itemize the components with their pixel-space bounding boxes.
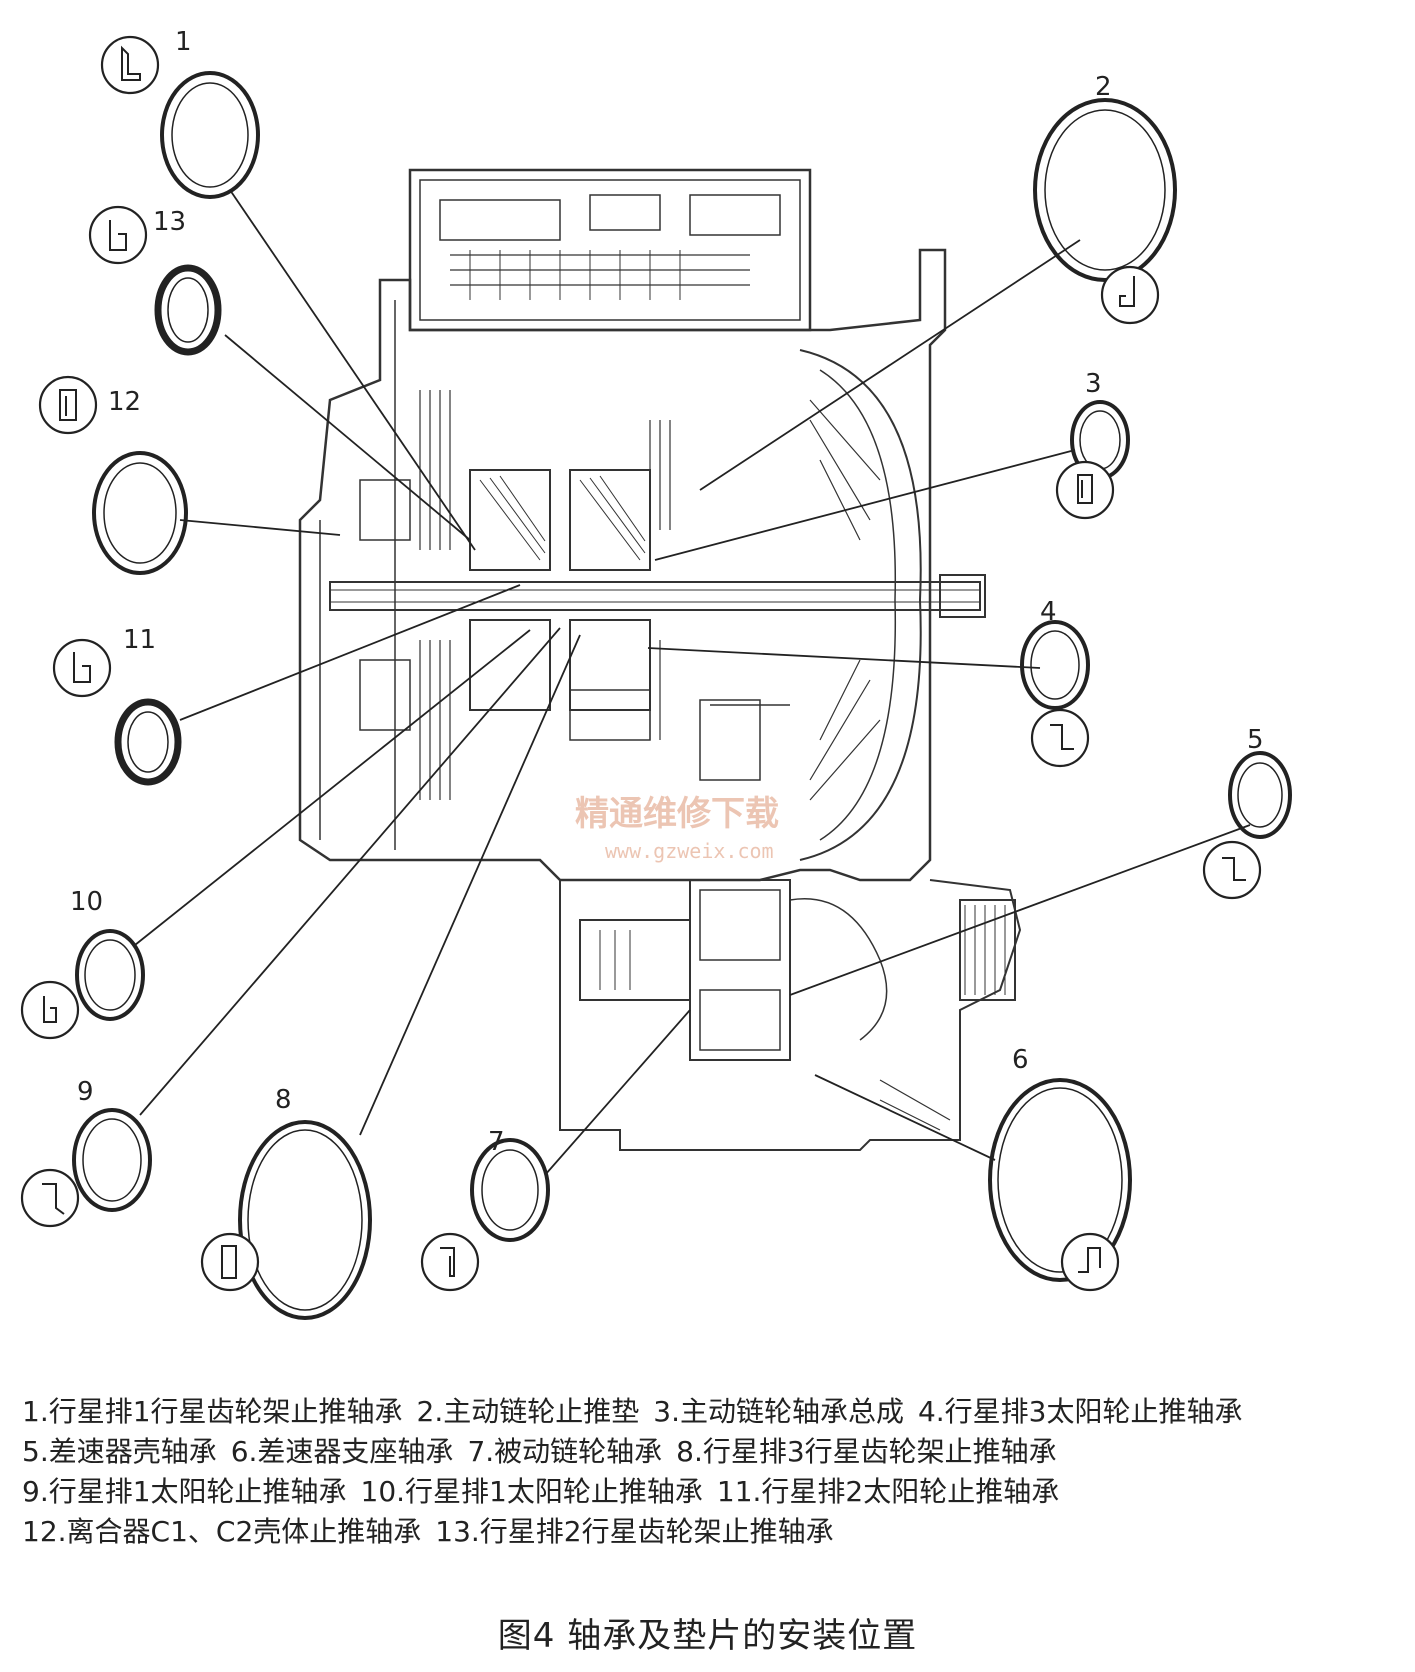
bearing-profile-icon (100, 35, 160, 95)
bearing-profile-icon (420, 1232, 480, 1292)
label-5: 5 (1247, 725, 1264, 755)
bearing-profile-icon (38, 375, 98, 435)
label-11: 11 (123, 625, 156, 655)
bearing-profile-icon (200, 1232, 260, 1292)
bearing-profile-icon (20, 980, 80, 1040)
bearing-profile-icon (1202, 840, 1262, 900)
legend-item: 6.差速器支座轴承 (230, 1435, 454, 1468)
bearing-profile-icon (52, 638, 112, 698)
legend-item: 9.行星排1太阳轮止推轴承 (22, 1475, 347, 1508)
label-10: 10 (70, 887, 103, 917)
legend-item: 10.行星排1太阳轮止推轴承 (360, 1475, 703, 1508)
bearing-9-ring (72, 1108, 152, 1212)
label-13: 13 (153, 207, 186, 237)
transmission-housing (298, 168, 1022, 1151)
legend-item: 2.主动链轮止推垫 (416, 1395, 640, 1428)
bearing-2-ring (1033, 98, 1177, 282)
legend-item: 11.行星排2太阳轮止推轴承 (716, 1475, 1060, 1508)
legend-item: 1.行星排1行星齿轮架止推轴承 (22, 1395, 403, 1428)
label-12: 12 (108, 387, 141, 417)
legend-item: 13.行星排2行星齿轮架止推轴承 (435, 1515, 834, 1548)
bearing-11-ring (114, 698, 182, 786)
label-3: 3 (1085, 369, 1102, 399)
profile-icons (20, 35, 1262, 1292)
leader-lines (134, 189, 1251, 1176)
bearing-13-ring (154, 264, 222, 356)
diagram-svg: 1 2 3 4 5 6 7 8 9 10 11 12 13 精通维修下载 www… (20, 27, 1292, 1320)
figure-caption: 图4 轴承及垫片的安装位置 (497, 1616, 918, 1656)
bearing-4-ring (1020, 620, 1090, 710)
bearing-5-ring (1228, 751, 1292, 839)
bearing-profile-icon (20, 1168, 80, 1228)
bearing-rings (72, 71, 1292, 1320)
label-2: 2 (1095, 72, 1112, 102)
legend-item: 3.主动链轮轴承总成 (653, 1395, 904, 1428)
label-8: 8 (275, 1085, 292, 1115)
bearing-profile-icon (1055, 460, 1115, 520)
legend-item: 4.行星排3太阳轮止推轴承 (917, 1395, 1243, 1428)
watermark-text: 精通维修下载 (575, 794, 779, 834)
parts-legend: 1.行星排1行星齿轮架止推轴承 2.主动链轮止推垫 3.主动链轮轴承总成 4.行星排3… (22, 1392, 1397, 1552)
label-6: 6 (1012, 1045, 1029, 1075)
bearing-profile-icon (1060, 1232, 1120, 1292)
bearing-10-ring (75, 929, 145, 1021)
bearing-8-ring (238, 1120, 372, 1320)
bearing-profile-icon (88, 205, 148, 265)
transmission-diagram: 1 2 3 4 5 6 7 8 9 10 11 12 13 精通维修下载 www… (20, 27, 1292, 1320)
watermark-url: www.gzweix.com (605, 839, 774, 863)
legend-item: 5.差速器壳轴承 (22, 1435, 217, 1468)
label-4: 4 (1040, 597, 1057, 627)
number-labels: 1 2 3 4 5 6 7 8 9 10 11 12 13 (70, 27, 1264, 1157)
bearing-profile-icon (1100, 265, 1160, 325)
label-7: 7 (488, 1127, 505, 1157)
bearing-6-ring (988, 1078, 1132, 1282)
legend-item: 8.行星排3行星齿轮架止推轴承 (676, 1435, 1057, 1468)
label-9: 9 (77, 1077, 94, 1107)
bearing-profile-icon (1030, 708, 1090, 768)
legend-item: 12.离合器C1、C2壳体止推轴承 (22, 1515, 422, 1548)
bearing-7-ring (470, 1138, 550, 1242)
bearing-1-ring (160, 71, 260, 199)
label-1: 1 (175, 27, 192, 57)
legend-item: 7.被动链轮轴承 (467, 1435, 663, 1468)
bearing-12-ring (92, 451, 188, 575)
